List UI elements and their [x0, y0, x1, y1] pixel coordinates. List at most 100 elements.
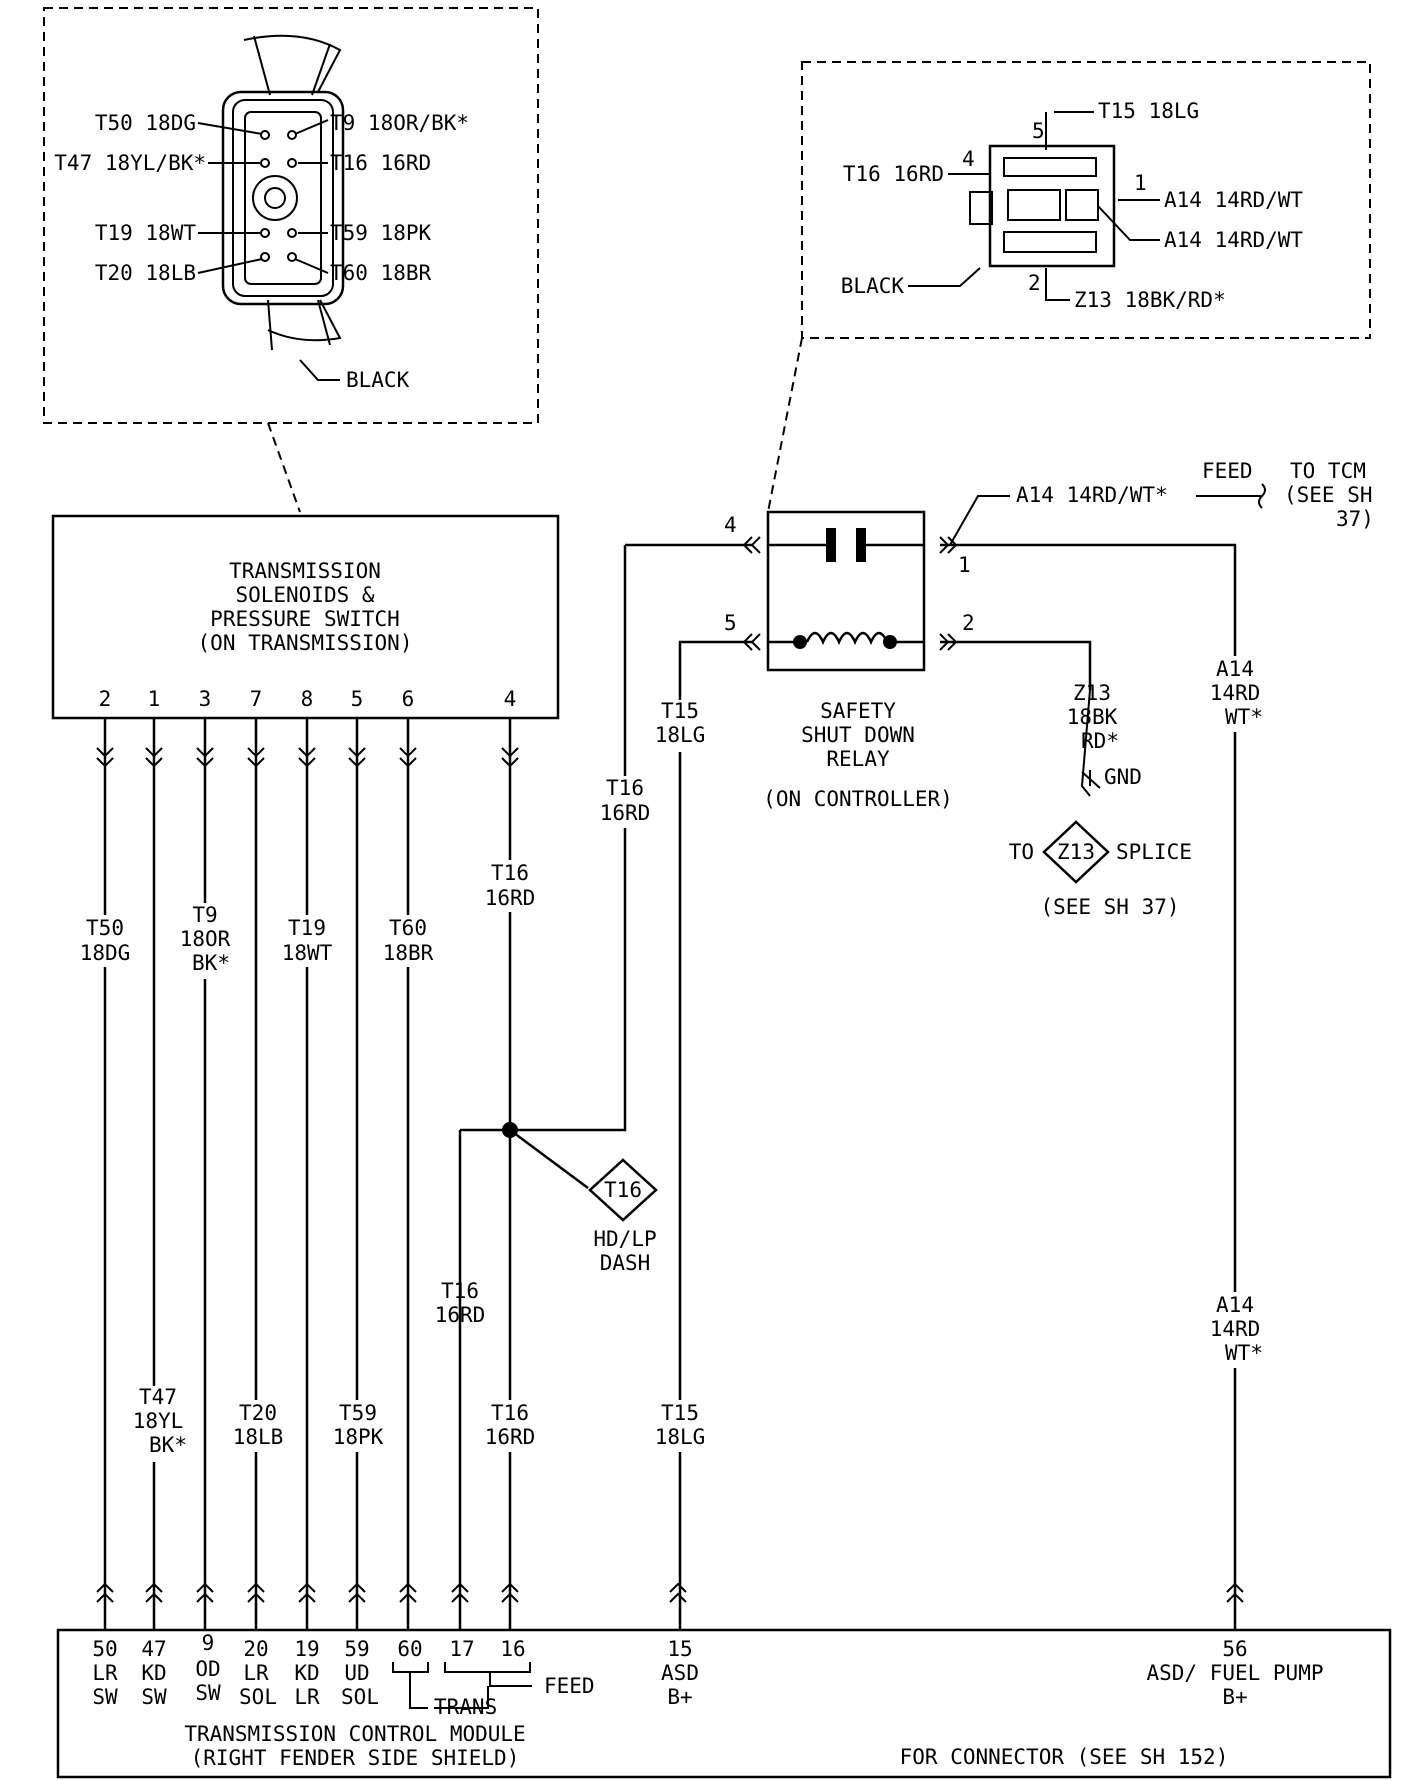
tcm-pin-label: B+	[1222, 1685, 1247, 1709]
pin-number: 4	[504, 687, 517, 711]
pin-number: 3	[199, 687, 212, 711]
pin-label: T16 16RD	[330, 151, 431, 175]
splice-label: HD/LP	[593, 1227, 656, 1251]
cavity-number: 2	[1028, 271, 1041, 295]
splice-diamond	[588, 1158, 658, 1222]
pin-label: Z13 18BK/RD*	[1074, 288, 1226, 312]
pin-label: A14 14RD/WT	[1164, 228, 1303, 252]
relay-pin: 4	[724, 513, 737, 537]
wire-gauge: WT*	[1225, 705, 1263, 729]
z13-diamond	[1042, 820, 1110, 884]
trans-label: TRANS	[434, 1695, 497, 1719]
wire-gauge: 14RD	[1210, 681, 1261, 705]
connector-note: FOR CONNECTOR (SEE SH 152)	[900, 1745, 1229, 1769]
relay-pin: 1	[958, 553, 971, 577]
wire-gauge: 18LG	[655, 1425, 706, 1449]
tcm-pin-number: 19	[294, 1637, 319, 1661]
tcm-pin-label: LR	[243, 1661, 269, 1685]
pin-label: T20 18LB	[95, 261, 196, 285]
tcm-pin-label: SW	[195, 1681, 221, 1705]
feed-note: A14 14RD/WT* FEED TO TCM (SEE SH 37)	[949, 459, 1374, 546]
splice-symbol: Z13	[1057, 840, 1095, 864]
tcm-pin-label: SW	[92, 1685, 118, 1709]
wire-gauge: 18WT	[282, 941, 333, 965]
pin-number: 6	[402, 687, 415, 711]
box-title: (ON TRANSMISSION)	[198, 631, 413, 655]
tcm-pin-label: KD	[294, 1661, 319, 1685]
pin-number: 5	[351, 687, 364, 711]
tcm-pin-label: ASD/ FUEL PUMP	[1146, 1661, 1323, 1685]
wire-gauge: 18LB	[233, 1425, 284, 1449]
feed-dest: 37)	[1336, 507, 1374, 531]
wire-circuit: T50	[86, 916, 124, 940]
tcm-pin-number: 59	[344, 1637, 369, 1661]
pin-number: 1	[148, 687, 161, 711]
tcm-pin-label: LR	[92, 1661, 118, 1685]
tcm-pin-number: 47	[141, 1637, 166, 1661]
solenoid-box: TRANSMISSION SOLENOIDS & PRESSURE SWITCH…	[51, 514, 560, 720]
connector-view-relay: 5 4 1 2 T15 18LG T16 16RD A14 14RD/WT A1…	[767, 61, 1371, 513]
wire-circuit: T47	[139, 1385, 177, 1409]
tcm-pin-label: UD	[344, 1661, 369, 1685]
wire-circuit: T19	[288, 916, 326, 940]
feed-dest: (SEE SH	[1284, 483, 1373, 507]
splice-label: SPLICE	[1116, 840, 1192, 864]
tcm-subtitle: (RIGHT FENDER SIDE SHIELD)	[191, 1746, 520, 1770]
asd-relay: 4 1 5 2 SAFETY SHUT DOWN RELAY (ON CONTR…	[598, 510, 1270, 1630]
wire-gauge: 18PK	[333, 1425, 384, 1449]
wire-gauge: 14RD	[1210, 1317, 1261, 1341]
wire-circuit: T16	[606, 776, 644, 800]
see-sheet: (SEE SH 37)	[1040, 895, 1179, 919]
wire-gauge: 18DG	[80, 941, 131, 965]
cavity-number: 1	[1134, 171, 1147, 195]
wire-circuit: T20	[239, 1401, 277, 1425]
wire-gauge: 18LG	[655, 723, 706, 747]
splice-label: DASH	[600, 1251, 651, 1275]
solenoid-box-frame	[51, 514, 560, 720]
wire-gauge: 16RD	[485, 1425, 536, 1449]
tcm-pin-number: 15	[667, 1637, 692, 1661]
relay-box	[766, 510, 926, 672]
wire-gauge: 18YL	[133, 1409, 184, 1433]
tcm-pin-label: KD	[141, 1661, 166, 1685]
wire-gauge: WT*	[1225, 1341, 1263, 1365]
harness-wires	[96, 718, 1244, 1630]
wire-circuit: A14	[1216, 1293, 1254, 1317]
pin-number: 7	[250, 687, 263, 711]
connector-view-tsol: T50 18DG T9 18OR/BK* T47 18YL/BK* T16 16…	[43, 7, 539, 513]
to-label: TO	[1009, 840, 1034, 864]
wire-circuit: Z13	[1073, 681, 1111, 705]
connector-view-frame	[43, 7, 539, 424]
tcm-pin-label: LR	[294, 1685, 320, 1709]
callout-leader	[767, 337, 803, 513]
tcm-box: 50 LR SW 47 KD SW 9 OD SW 20 LR SOL 19 K…	[56, 1628, 1392, 1779]
relay-location: (ON CONTROLLER)	[763, 787, 953, 811]
pin-label: T50 18DG	[95, 111, 196, 135]
wire-circuit: A14	[1216, 657, 1254, 681]
wire-labels-upper: T50 18DG T9 18OR BK* T19 18WT T60 18BR T…	[80, 860, 538, 979]
tcm-pin-number: 60	[397, 1637, 422, 1661]
tcm-pin-label: B+	[667, 1685, 692, 1709]
tcm-pin-number: 9	[202, 1631, 215, 1655]
wire-circuit: T16	[491, 861, 529, 885]
wire-gauge: 16RD	[600, 801, 651, 825]
pin-label: T9 18OR/BK*	[330, 111, 469, 135]
relay-title: RELAY	[826, 747, 890, 771]
connector-color: BLACK	[346, 368, 410, 392]
feed-label: FEED	[1202, 459, 1253, 483]
tcm-pin-label: OD	[195, 1657, 220, 1681]
wire-labels-lower: T47 18YL BK* T20 18LB T59 18PK T16 16RD …	[128, 1278, 538, 1462]
tcm-pin-label: ASD	[661, 1661, 699, 1685]
box-title: SOLENOIDS &	[235, 583, 374, 607]
wire-circuit: T15	[661, 699, 699, 723]
relay-pin: 5	[724, 611, 737, 635]
pin-number: 2	[99, 687, 112, 711]
wire-gauge: BK*	[149, 1433, 187, 1457]
relay-connector-body	[988, 144, 1116, 268]
relay-title: SAFETY	[820, 699, 896, 723]
wire-circuit: T16	[491, 1401, 529, 1425]
wire-gauge: BK*	[192, 951, 230, 975]
pin-label: T19 18WT	[95, 221, 197, 245]
tcm-frame	[56, 1628, 1392, 1779]
